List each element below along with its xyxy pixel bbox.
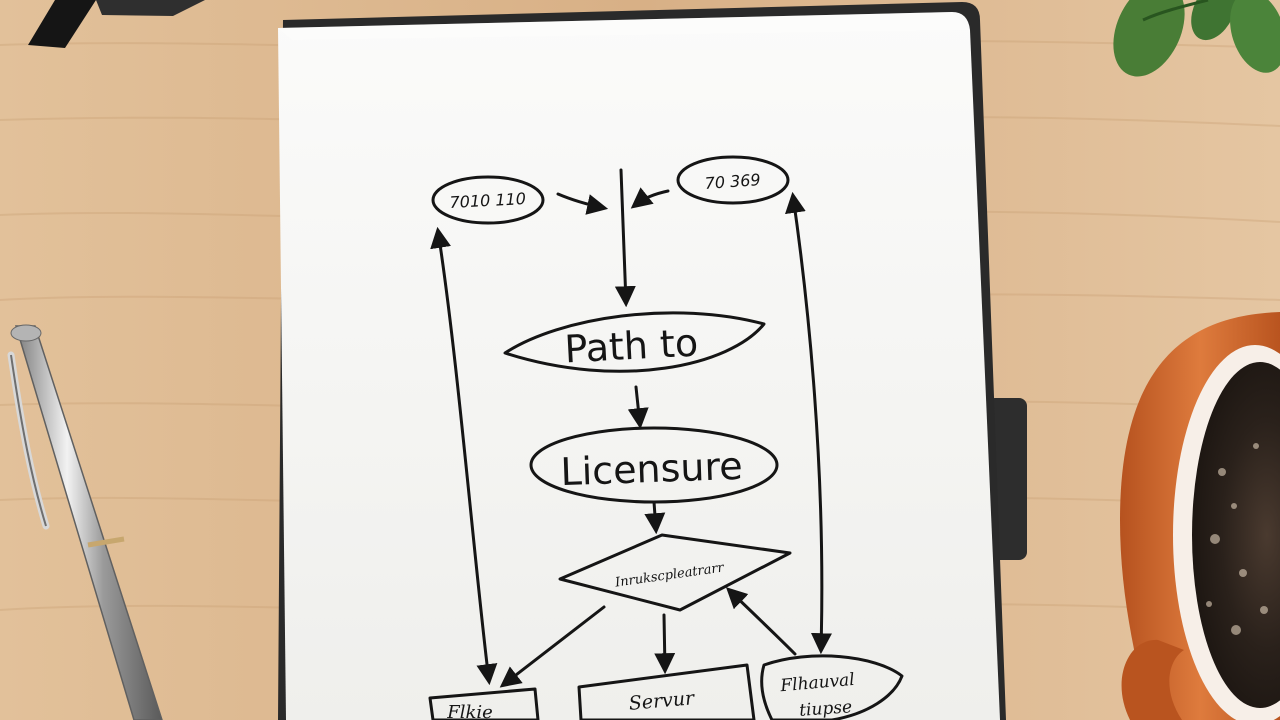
path-to-label: Path to bbox=[563, 321, 699, 372]
left-long-connector bbox=[430, 226, 498, 686]
arrow-diamond-center bbox=[654, 613, 676, 675]
bottom-left-node-shape bbox=[428, 687, 540, 720]
arrow-top-center-down bbox=[614, 168, 636, 308]
arrow-left-mid bbox=[556, 192, 609, 215]
licensure-label: Licensure bbox=[560, 444, 744, 494]
pen bbox=[7, 324, 163, 720]
bottom-right-node-label-line-2: tiupse bbox=[799, 697, 853, 720]
bottom-left-node-label: Flkie bbox=[446, 702, 493, 720]
arrow-diamond-left bbox=[499, 605, 606, 688]
arrow-right-mid bbox=[630, 187, 670, 209]
top-right-node-shape bbox=[676, 155, 790, 205]
arrow-path-to-licensure bbox=[627, 385, 649, 430]
flowchart bbox=[428, 155, 904, 720]
arrow-licensure-to-diamond bbox=[644, 500, 666, 535]
diamond-node-shape bbox=[558, 533, 792, 612]
top-right-node-label: 70 369 bbox=[704, 170, 761, 193]
top-left-node-label: 7010 110 bbox=[449, 189, 526, 212]
bottom-right-node-shape bbox=[760, 654, 904, 720]
title-node-shape bbox=[503, 311, 766, 373]
coffee-mug bbox=[1120, 312, 1280, 720]
top-left-node-shape bbox=[431, 175, 545, 225]
glasses bbox=[28, 0, 205, 48]
right-long-connector bbox=[785, 191, 832, 655]
plant bbox=[1113, 0, 1280, 77]
arrow-bottom-right-to-diamond bbox=[725, 587, 797, 656]
bottom-center-node-shape bbox=[577, 663, 756, 720]
